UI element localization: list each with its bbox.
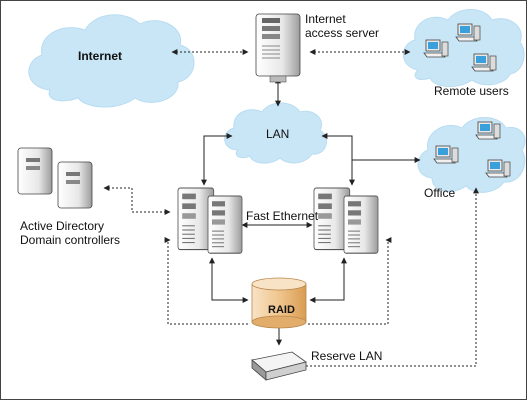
- reserve-lan-label: Reserve LAN: [311, 349, 383, 363]
- workstation-icon: [475, 121, 501, 140]
- link-lan-left-server: [201, 133, 233, 186]
- workstation-icon: [471, 53, 497, 72]
- office-cloud: [417, 117, 526, 193]
- link-ad-server: [103, 185, 171, 215]
- link-right-reserve-dotted: [308, 237, 392, 325]
- remote-users-label: Remote users: [434, 84, 509, 98]
- link-lan-right-server: [321, 133, 355, 186]
- internet-cloud: [28, 14, 195, 108]
- ad-label-line1: Active Directory: [20, 219, 105, 233]
- link-right-raid: [309, 257, 347, 303]
- reserve-lan-device-icon: [251, 351, 307, 381]
- internet-label: Internet: [78, 49, 123, 63]
- workstation-icon: [455, 23, 481, 42]
- link-left-raid: [209, 257, 249, 303]
- right-server-icon: [313, 187, 379, 254]
- access-server-label-line2: access server: [305, 26, 380, 40]
- raid-label: RAID: [268, 304, 295, 316]
- workstation-icon: [485, 159, 511, 178]
- workstation-icon: [433, 145, 459, 164]
- workstation-icon: [423, 39, 449, 58]
- ad-domain-controllers-icon: [17, 147, 93, 209]
- raid-cylinder-icon: [251, 277, 307, 329]
- link-reserve-office: [302, 187, 479, 367]
- lan-cloud: [224, 102, 327, 164]
- left-server-icon: [177, 187, 243, 254]
- access-server-label-line1: Internet: [305, 12, 346, 26]
- link-left-reserve-dotted: [164, 237, 250, 325]
- fast-ethernet-label: Fast Ethernet: [246, 209, 319, 223]
- lan-label: LAN: [266, 127, 290, 141]
- remote-users-cloud: [402, 9, 525, 87]
- ad-label-line2: Domain controllers: [20, 233, 121, 247]
- office-label: Office: [424, 186, 456, 200]
- access-server-icon: [255, 13, 301, 83]
- connections: [103, 49, 479, 367]
